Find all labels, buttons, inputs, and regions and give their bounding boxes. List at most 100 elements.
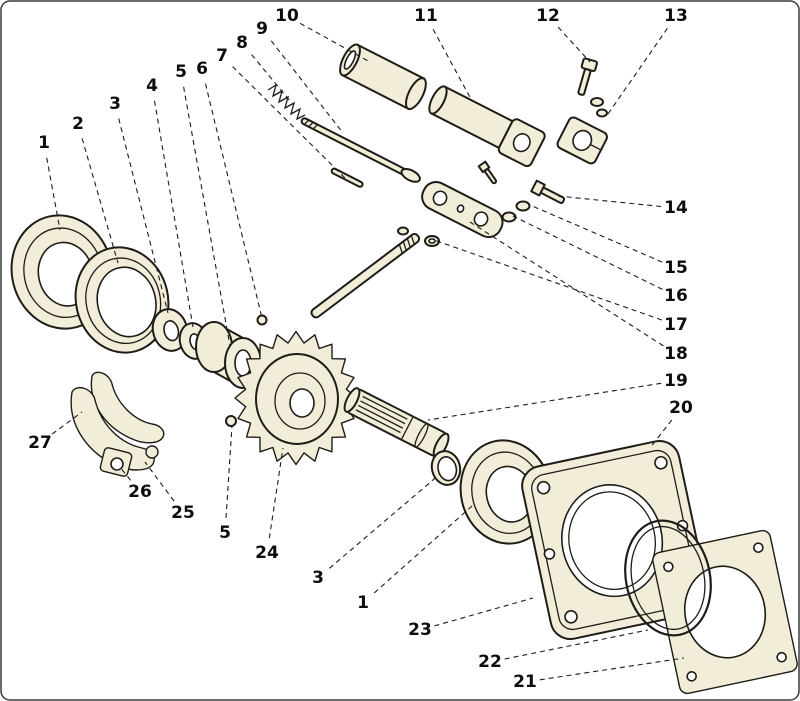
small-bolt-shape bbox=[484, 168, 498, 185]
callout-label-6-5: 6 bbox=[196, 59, 208, 79]
bearing-cover-flange-shape bbox=[560, 484, 664, 598]
leader-line-17-16 bbox=[433, 239, 662, 321]
gear-cluster bbox=[234, 330, 358, 466]
leader-line-3-2 bbox=[118, 118, 169, 314]
callout-label-4-3: 4 bbox=[146, 76, 158, 96]
cylinder-bushing-shape bbox=[405, 77, 427, 111]
callout-label-22-28: 22 bbox=[478, 652, 502, 672]
leader-line-14-13 bbox=[557, 195, 662, 208]
square-gasket-shape bbox=[753, 542, 764, 553]
splined-coupling-shape bbox=[346, 388, 447, 457]
valve-rod-shape bbox=[400, 168, 421, 183]
callout-label-16-15: 16 bbox=[664, 286, 688, 306]
ring-washer-shape bbox=[437, 456, 458, 482]
leader-line-1-0 bbox=[46, 157, 61, 231]
square-gasket-shape bbox=[776, 651, 787, 663]
ring-gasket-shape bbox=[630, 525, 706, 631]
bolt-side-shape bbox=[540, 187, 566, 204]
leader-line-4-3 bbox=[153, 100, 194, 328]
callout-label-2-1: 2 bbox=[72, 114, 84, 134]
leader-line-19-18 bbox=[427, 382, 662, 421]
callout-label-23-27: 23 bbox=[408, 620, 432, 640]
callout-label-19-18: 19 bbox=[664, 371, 688, 391]
leader-line-16-15 bbox=[512, 215, 663, 290]
bearing-cover-flange-shape bbox=[568, 491, 656, 591]
bolt-washer-a bbox=[590, 97, 604, 107]
callout-label-12-11: 12 bbox=[536, 6, 560, 26]
clamp-block bbox=[556, 116, 608, 165]
link-plate bbox=[421, 181, 504, 239]
leader-line-7-6 bbox=[232, 66, 346, 179]
clamp-block-shape bbox=[572, 129, 593, 152]
splined-coupling-shape bbox=[362, 395, 408, 420]
callout-label-20-19: 20 bbox=[669, 398, 693, 418]
washer-d bbox=[501, 211, 517, 223]
valve-rod-shape bbox=[312, 124, 319, 130]
leader-line-24-24 bbox=[268, 447, 284, 539]
square-gasket-shape bbox=[686, 671, 697, 682]
ring-gasket-shape bbox=[624, 519, 712, 637]
shift-fork-shape bbox=[90, 371, 165, 444]
leader-line-21-29 bbox=[539, 657, 685, 681]
callout-label-21-29: 21 bbox=[513, 672, 537, 692]
cylinder-bushing-shape bbox=[343, 50, 357, 70]
leader-line-13-12 bbox=[607, 27, 668, 115]
spring bbox=[267, 83, 306, 121]
washer-c bbox=[515, 200, 531, 212]
clamp-block-shape bbox=[589, 143, 602, 151]
fork-pad-hole bbox=[145, 445, 159, 459]
callout-label-9-8: 9 bbox=[256, 19, 268, 39]
callout-label-7-6: 7 bbox=[216, 46, 228, 66]
valve-rod bbox=[300, 117, 421, 183]
splined-coupling-shape bbox=[355, 409, 401, 434]
bearing-cover-flange-shape bbox=[543, 548, 556, 560]
callout-label-5-23: 5 bbox=[219, 523, 231, 543]
callout-label-14-13: 14 bbox=[664, 198, 688, 218]
leader-line-3-25 bbox=[329, 473, 441, 569]
splined-coupling-shape bbox=[343, 387, 361, 413]
leader-line-5-23 bbox=[225, 425, 233, 519]
spacer-sleeve bbox=[195, 321, 262, 389]
main-shaft-shape bbox=[406, 238, 411, 248]
detent-ball-upper bbox=[256, 314, 268, 326]
callout-label-1-26: 1 bbox=[357, 593, 369, 613]
callout-label-11-10: 11 bbox=[414, 6, 438, 26]
leader-line-5-4 bbox=[183, 86, 231, 347]
small-bolt bbox=[477, 160, 498, 185]
callout-label-15-14: 15 bbox=[664, 258, 688, 278]
callout-label-18-17: 18 bbox=[664, 344, 688, 364]
small-ring bbox=[397, 226, 409, 236]
gear-cluster-shape bbox=[289, 388, 315, 418]
leader-line-27-20 bbox=[51, 411, 83, 435]
leader-line-18-17 bbox=[469, 221, 664, 347]
bearing-race-ring-shape bbox=[85, 257, 162, 345]
main-shaft-shape bbox=[402, 241, 407, 251]
callout-label-3-2: 3 bbox=[109, 94, 121, 114]
bearing-cover-flange-shape bbox=[536, 480, 551, 495]
callout-label-17-16: 17 bbox=[664, 315, 688, 335]
leader-line-25-22 bbox=[144, 461, 175, 502]
leader-line-22-28 bbox=[504, 629, 649, 660]
callout-label-26-21: 26 bbox=[128, 482, 152, 502]
splined-coupling bbox=[343, 387, 450, 459]
link-plate-shape bbox=[473, 211, 489, 227]
leader-line-26-21 bbox=[119, 466, 132, 481]
pin bbox=[330, 167, 364, 188]
valve-housing bbox=[428, 85, 546, 168]
leader-lines bbox=[46, 22, 685, 681]
leader-line-23-27 bbox=[434, 597, 534, 627]
splined-coupling-shape bbox=[414, 423, 429, 448]
valve-housing-shape bbox=[428, 85, 448, 115]
main-shaft-shape bbox=[398, 244, 403, 254]
leader-line-9-8 bbox=[270, 40, 344, 134]
callout-label-27-20: 27 bbox=[28, 433, 52, 453]
leader-line-8-7 bbox=[251, 54, 291, 102]
splined-coupling-shape bbox=[360, 400, 406, 425]
link-plate-shape bbox=[432, 190, 448, 206]
detent-ball-lower bbox=[225, 415, 237, 427]
main-shaft-shape bbox=[410, 235, 415, 245]
leader-line-10-9 bbox=[299, 22, 371, 63]
